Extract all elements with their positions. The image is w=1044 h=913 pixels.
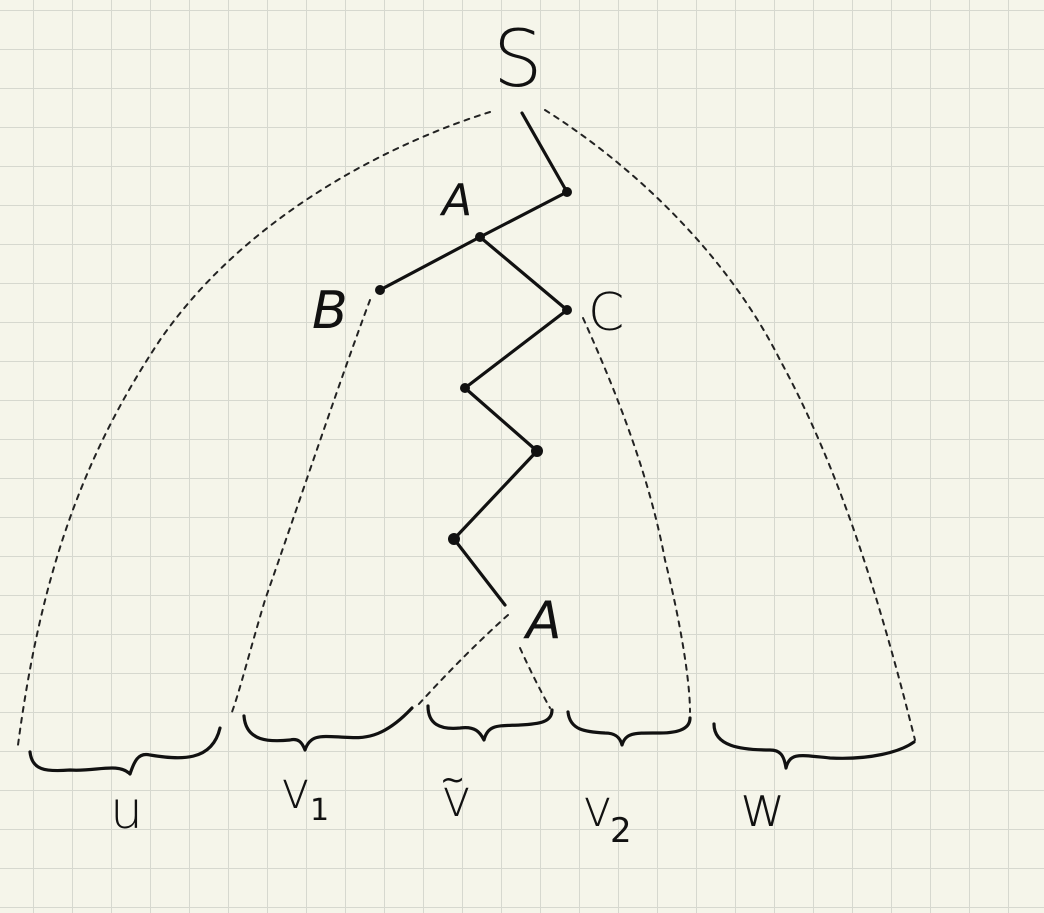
tree-path — [375, 111, 572, 607]
path-edges-lower — [452, 235, 569, 607]
subtree-label-u: u — [110, 781, 143, 841]
node-a-upper-dot — [475, 232, 485, 242]
labels: S A B C A u v 1 ~ v v 2 w — [110, 15, 786, 851]
node-dot — [460, 383, 470, 393]
subtree-label-v-tilde-mark: ~ — [440, 763, 465, 798]
outline-c-right — [582, 317, 691, 713]
subtree-label-v1: v — [280, 761, 311, 821]
brace-v2 — [566, 710, 692, 747]
subtree-outlines — [17, 109, 916, 746]
subtree-label-v-tilde: v — [441, 769, 472, 829]
node-dot — [562, 187, 572, 197]
braces — [28, 704, 916, 776]
node-c-dot — [562, 305, 572, 315]
node-dot — [448, 533, 460, 545]
outline-b-left — [231, 299, 371, 713]
outline-right — [544, 109, 916, 741]
brace-w — [712, 722, 916, 770]
subtree-label-v2-subscript: 2 — [610, 811, 632, 851]
brace-v-tilde — [426, 704, 554, 742]
node-label-c: C — [588, 283, 624, 343]
subtree-label-v2: v — [582, 779, 613, 839]
outline-left — [17, 111, 491, 746]
subtree-label-v1-subscript: 1 — [310, 793, 329, 828]
node-dot — [531, 445, 543, 457]
root-label: S — [493, 15, 543, 105]
outline-a-left — [417, 614, 509, 706]
outline-a-right — [519, 647, 551, 709]
node-label-a-upper: A — [439, 175, 472, 226]
node-b-dot — [375, 285, 385, 295]
subtree-label-w: w — [740, 775, 786, 840]
path-edges — [378, 111, 569, 292]
node-label-b: B — [312, 281, 348, 341]
node-label-a-lower: A — [523, 591, 562, 651]
brace-v1 — [242, 706, 414, 752]
brace-u — [28, 726, 222, 776]
